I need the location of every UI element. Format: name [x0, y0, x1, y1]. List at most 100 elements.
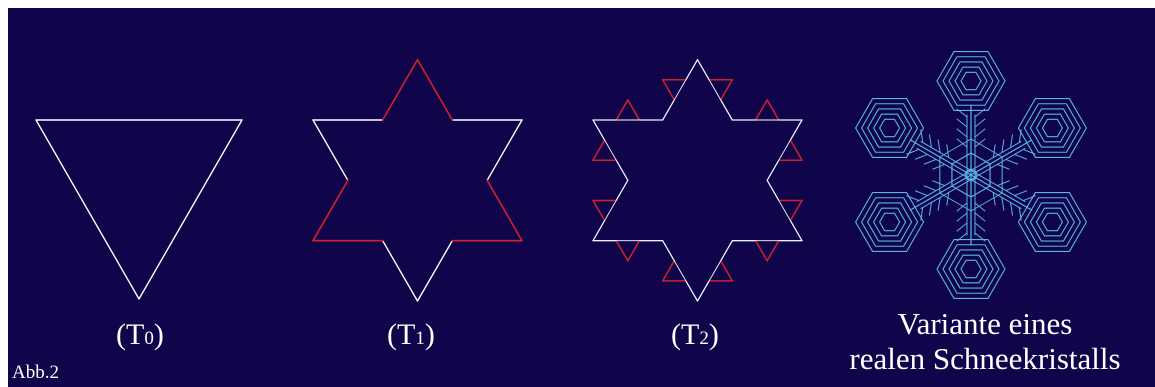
crystal-plate: [879, 118, 901, 138]
crystal-branch: [1005, 185, 1019, 192]
crystal-branch: [974, 128, 986, 138]
crystal-branch: [974, 108, 986, 118]
crystal-spoke: [970, 174, 1033, 211]
crystal-branch: [1010, 134, 1013, 149]
new-segment: [615, 239, 629, 262]
crystal-branch: [1018, 206, 1022, 221]
new-segment: [661, 260, 676, 282]
crystal-branch: [974, 138, 986, 148]
triangle-outline: [35, 119, 243, 300]
crystal-branch: [937, 196, 941, 211]
crystal-branch: [956, 232, 968, 242]
crystal-branch: [974, 222, 986, 232]
new-segment: [754, 239, 768, 262]
crystal-plate: [1041, 118, 1063, 138]
crystal-branch: [920, 206, 924, 221]
inner-outline: [592, 119, 629, 181]
crystal-plate: [1023, 103, 1081, 153]
crystal-branch: [956, 202, 968, 212]
crystal-branch: [915, 153, 928, 160]
base-segment: [416, 239, 454, 302]
crystal-plate: [1017, 98, 1087, 158]
base-segment: [381, 239, 419, 302]
crystal-plate: [1041, 212, 1063, 232]
new-segment: [592, 139, 606, 161]
crystal-spoke: [972, 147, 1026, 179]
new-segment: [592, 199, 606, 222]
triangle-t0: [35, 119, 243, 300]
crystal-branch: [920, 129, 924, 144]
crystal-branch: [996, 180, 1010, 187]
crystal-branch: [946, 144, 950, 159]
new-segment: [754, 99, 768, 121]
crystal-plate: [861, 103, 919, 153]
crystal-plate: [1023, 197, 1081, 247]
hexagram-t1: [312, 58, 523, 302]
crystal-plate: [879, 212, 901, 232]
crystal-plate: [960, 259, 982, 279]
crystal-plate: [948, 249, 994, 289]
koch-snowflake-figure: [35, 51, 1087, 302]
crystal-branch: [956, 138, 968, 148]
base-segment: [486, 119, 523, 182]
crystal-plate: [873, 207, 907, 237]
inner-outline: [662, 240, 698, 302]
crystal-caption-line2: realen Schneekristalls: [849, 341, 1121, 377]
new-segment: [416, 58, 454, 121]
crystal-branch: [906, 195, 920, 202]
crystal-branch: [974, 232, 986, 242]
crystal-caption-line1: Variante eines: [897, 306, 1073, 341]
crystal-spoke: [972, 171, 1026, 203]
crystal-branch: [923, 158, 937, 165]
crystal-branch: [1010, 201, 1013, 216]
new-segment: [789, 199, 803, 222]
crystal-branch: [992, 144, 996, 159]
crystal-branch: [923, 185, 937, 192]
crystal-branch: [932, 180, 946, 187]
crystal-spoke: [916, 147, 970, 179]
new-segment: [789, 139, 803, 161]
crystal-plate: [936, 239, 1006, 299]
crystal-chord: [939, 192, 972, 212]
crystal-caption: Variante eines realen Schneekristalls: [820, 306, 1150, 376]
crystal-plate: [1035, 207, 1069, 237]
new-segment: [615, 99, 629, 121]
new-segment: [381, 58, 419, 121]
crystal-plate: [1029, 108, 1075, 148]
new-segment: [486, 179, 523, 242]
caption-t2: (T2): [671, 318, 719, 351]
crystal-plate: [954, 254, 988, 284]
crystal-branch: [956, 222, 968, 232]
crystal-branch: [1018, 129, 1022, 144]
inner-outline: [697, 59, 733, 121]
crystal-branch: [1001, 139, 1005, 154]
crystal-plate: [960, 71, 982, 91]
crystal-branch: [937, 139, 941, 154]
inner-outline: [766, 119, 803, 181]
crystal-plate: [1017, 192, 1087, 252]
crystal-branch: [992, 191, 996, 206]
crystal-plate: [942, 244, 1000, 294]
crystal-plate: [954, 66, 988, 96]
crystal-branch: [1022, 148, 1036, 155]
crystal-branch: [929, 134, 932, 149]
new-segment: [719, 260, 734, 282]
crystal-spoke: [968, 177, 1022, 209]
figure-label: Abb.2: [12, 362, 59, 383]
inner-outline: [697, 240, 733, 302]
crystal-plate: [948, 61, 994, 101]
new-segment: [627, 99, 641, 121]
crystal-branch: [1014, 190, 1027, 197]
crystal-branch: [1014, 153, 1027, 160]
crystal-plate: [1029, 202, 1075, 242]
crystal-chord: [970, 138, 1003, 158]
new-segment: [766, 99, 780, 121]
crystal-plate: [867, 202, 913, 242]
crystal-branch: [956, 108, 968, 118]
crystal-branch: [932, 163, 946, 170]
crystal-plate: [873, 113, 907, 143]
crystal-branch: [1005, 158, 1019, 165]
crystal-plate: [855, 192, 925, 252]
crystal-plate: [942, 56, 1000, 106]
crystal-branch: [974, 212, 986, 222]
